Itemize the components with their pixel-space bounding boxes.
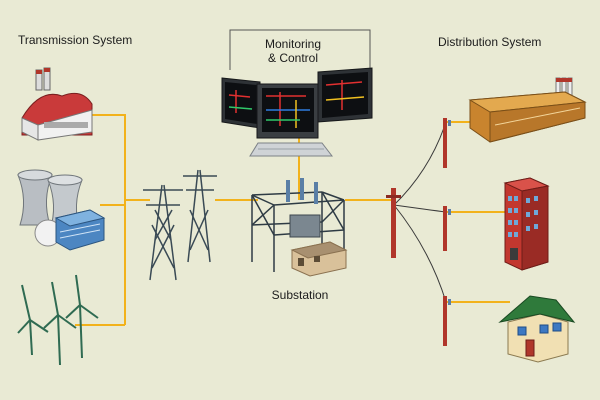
office-building-icon	[503, 177, 550, 271]
factory-generation-icon	[21, 67, 93, 141]
distribution-system-label: Distribution System	[438, 35, 542, 49]
substation-icon	[251, 178, 348, 277]
wind-turbines-icon	[17, 274, 99, 366]
monitoring-label-line1: Monitoring	[264, 37, 322, 51]
substation-label: Substation	[271, 288, 329, 302]
transmission-system-label: Transmission System	[18, 33, 133, 47]
house-icon	[498, 295, 576, 363]
monitoring-control-label: Monitoring & Control	[238, 37, 348, 65]
industrial-factory-icon	[468, 77, 587, 143]
transmission-towers-icon	[143, 169, 217, 281]
monitoring-computers-icon	[221, 67, 373, 157]
monitoring-frame	[229, 29, 371, 80]
monitoring-label-line2: & Control	[267, 51, 319, 65]
line-factory-to-bus	[90, 114, 126, 325]
nuclear-plant-icon	[17, 169, 106, 251]
distribution-poles-icon	[386, 118, 451, 346]
